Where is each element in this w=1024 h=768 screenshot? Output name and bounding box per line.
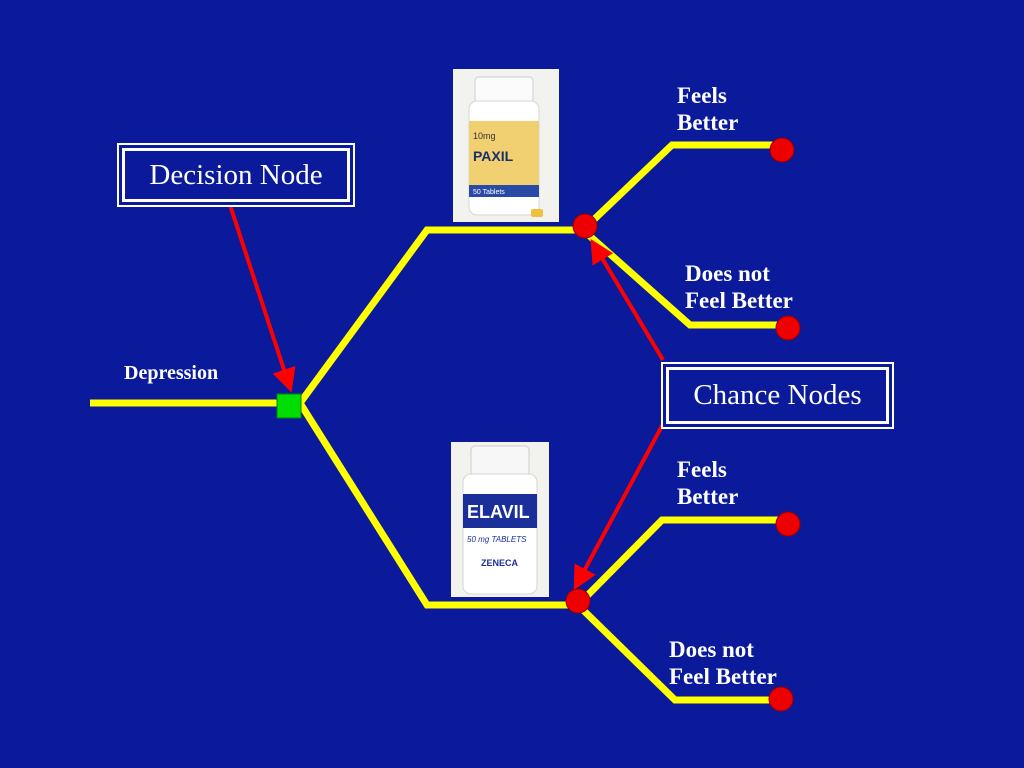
chance-nodes-callout: Chance Nodes — [664, 365, 891, 426]
chance-pointer-arrow-bottom — [573, 423, 665, 591]
outcome-line-bottom-worse — [575, 602, 780, 704]
chance-node-bottom — [565, 588, 591, 614]
elavil-bottle-image: ELAVIL 50 mg TABLETS ZENECA — [451, 442, 549, 597]
chance-node-top — [572, 213, 598, 239]
terminal-node-top-better — [769, 137, 795, 163]
outcome-line-bottom-better — [575, 516, 785, 608]
chance-pointer-arrow-top — [590, 238, 665, 362]
decision-pointer-arrow — [228, 204, 296, 393]
outcome-label-line2: Feel Better — [669, 664, 777, 689]
outcome-label-line1: Feels — [677, 83, 727, 108]
branch-line-bottom — [297, 401, 578, 609]
decision-node — [276, 393, 302, 419]
elavil-dose-text: 50 mg TABLETS — [467, 535, 527, 544]
paxil-bottle-image: 10mg PAXIL 50 Tablets — [453, 69, 559, 222]
decision-node-callout: Decision Node — [120, 146, 352, 204]
outcome-label-line2: Better — [677, 484, 739, 509]
outcome-label-line1: Feels — [677, 457, 727, 482]
outcome-label-top-better: Feels Better — [677, 82, 738, 136]
outcome-line-top-worse — [580, 227, 785, 329]
outcome-label-bottom-worse: Does not Feel Better — [669, 636, 777, 690]
elavil-maker-text: ZENECA — [481, 558, 519, 568]
outcome-label-bottom-better: Feels Better — [677, 456, 738, 510]
outcome-label-line1: Does not — [685, 261, 770, 286]
terminal-node-top-worse — [775, 315, 801, 341]
outcome-line-top-better — [580, 141, 780, 233]
outcome-label-line2: Feel Better — [685, 288, 793, 313]
outcome-label-line1: Does not — [669, 637, 754, 662]
paxil-brand-text: PAXIL — [473, 148, 514, 164]
paxil-dose-text: 10mg — [473, 131, 496, 141]
elavil-brand-text: ELAVIL — [467, 502, 530, 522]
root-label: Depression — [124, 362, 219, 384]
outcome-label-line2: Better — [677, 110, 739, 135]
paxil-count-text: 50 Tablets — [473, 189, 505, 196]
terminal-node-bottom-worse — [768, 686, 794, 712]
branch-line-top — [297, 226, 583, 406]
outcome-label-top-worse: Does not Feel Better — [685, 260, 793, 314]
terminal-node-bottom-better — [775, 511, 801, 537]
